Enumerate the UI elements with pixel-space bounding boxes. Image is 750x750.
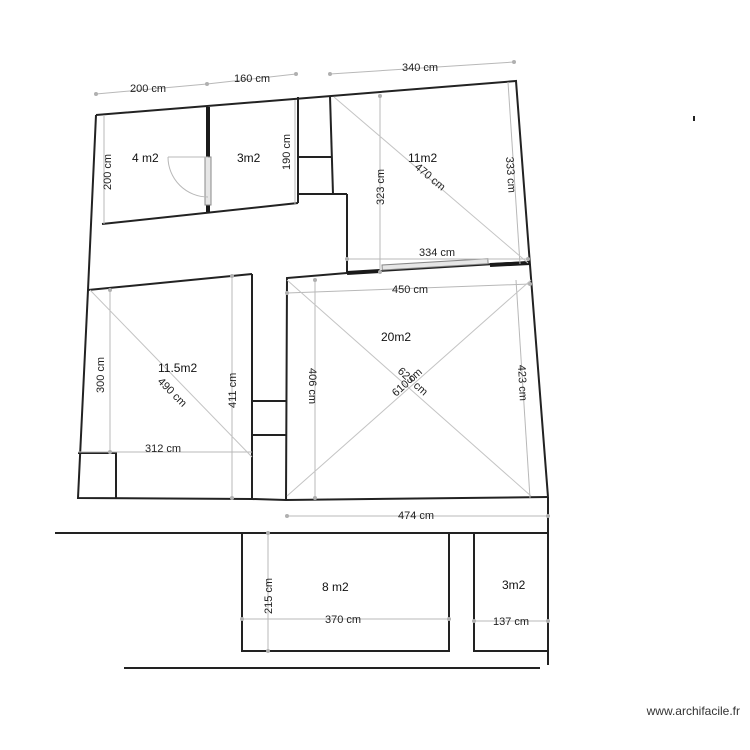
dim-top-200: 200 cm [130,83,166,95]
room-area-sejour: 20m2 [381,330,411,344]
dimension-lines [78,61,548,651]
dim-sdb-height: 190 cm [281,134,293,170]
watermark: www.archifacile.fr [646,704,740,718]
room-area-wc: 4 m2 [132,151,159,165]
room-area-annexe1: 8 m2 [322,580,349,594]
room-area-sdb: 3m2 [237,151,261,165]
dim-ch1-width: 334 cm [419,247,455,259]
dim-ch1-left: 323 cm [375,169,387,205]
window [204,156,212,206]
dim-sej-right: 423 cm [515,365,529,402]
room-diagonals [89,96,532,497]
dim-ch1-right: 333 cm [503,156,517,193]
window [381,258,489,271]
room-area-annexe2: 3m2 [502,578,526,592]
dim-sej-top: 450 cm [392,284,428,296]
dim-top-340: 340 cm [402,62,438,74]
dim-ch2-diag: 490 cm [155,376,189,410]
dimension-endpoints [94,60,550,653]
dim-sej-bottom: 474 cm [398,510,434,522]
dim-ch1-diag: 470 cm [412,161,447,193]
door-swing [167,156,209,198]
dim-wc-height: 200 cm [102,154,114,190]
dim-sej-left: 406 cm [306,368,318,404]
annex-walls [55,532,548,669]
room-area-chambre1: 11m2 [408,151,437,165]
dim-ann1-height: 215 cm [263,578,275,614]
dim-ann2-width: 137 cm [493,616,529,628]
dim-ch2-width: 312 cm [145,443,181,455]
dim-top-160: 160 cm [234,73,270,85]
dim-ch2-right: 411 cm [227,373,239,408]
room-area-chambre2: 11.5m2 [158,361,197,375]
dim-ann1-width: 370 cm [325,614,361,626]
dim-ch2-left: 300 cm [95,357,107,393]
